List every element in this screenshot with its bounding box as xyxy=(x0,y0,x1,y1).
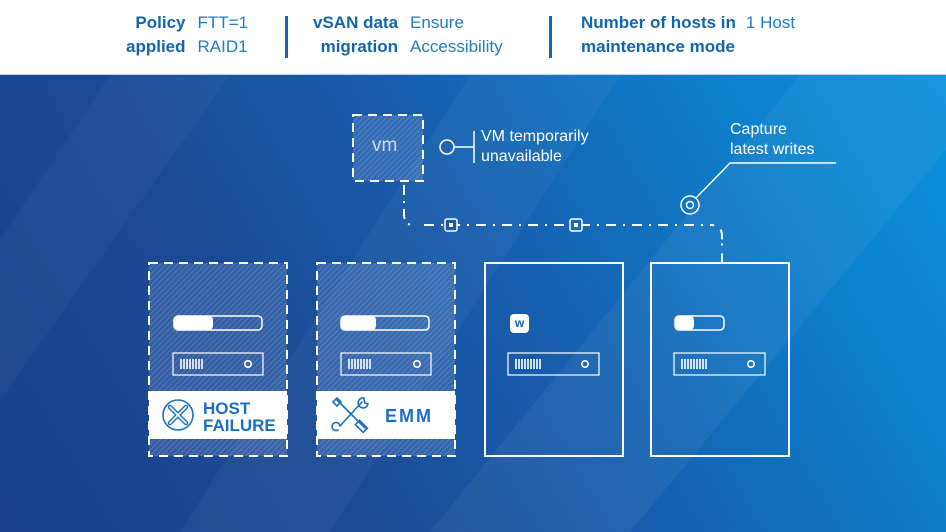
info-header: Policy applied FTT=1 RAID1 vSAN data mig… xyxy=(0,0,946,75)
drive-slot xyxy=(673,352,766,376)
disk-bar-fill xyxy=(341,316,376,330)
witness-badge-icon: w xyxy=(510,314,529,333)
drive-led-icon xyxy=(412,359,421,368)
host-frame xyxy=(484,262,624,457)
hosts-value: 1 Host xyxy=(745,13,796,32)
drive-led-ticks xyxy=(348,359,371,369)
data-path xyxy=(711,224,723,262)
drive-slot xyxy=(507,352,600,376)
path-node-dot xyxy=(574,223,578,227)
target-circle-icon xyxy=(680,195,700,215)
header-divider xyxy=(549,16,552,58)
bg-streak xyxy=(430,75,946,532)
host-active xyxy=(484,262,624,457)
path-node-dot xyxy=(449,223,453,227)
host-active xyxy=(650,262,790,457)
vm-box xyxy=(352,114,424,182)
host-frame xyxy=(650,262,790,457)
host-maintenance xyxy=(316,262,456,457)
wrench-screwdriver-icon xyxy=(331,396,369,434)
drive-led-ticks xyxy=(681,359,707,369)
vm-status-callout: VM temporarily unavailable xyxy=(481,128,589,165)
drive-led-icon xyxy=(244,359,253,368)
vm-label: vm xyxy=(372,135,398,156)
migration-group: vSAN data migration Ensure Accessibility xyxy=(313,11,503,59)
x-circle-icon xyxy=(162,399,194,431)
writes-callout: Capture latest writes xyxy=(730,121,815,158)
host-failure-tag: HOST FAILURE xyxy=(203,399,276,435)
writes-leader-line xyxy=(695,162,836,199)
emm-tag: EMM xyxy=(385,405,433,426)
data-path xyxy=(403,185,413,226)
drive-led-icon xyxy=(580,359,589,368)
disk-bar-fill xyxy=(675,316,694,330)
migration-value: Ensure Accessibility xyxy=(410,13,503,56)
policy-group: Policy applied FTT=1 RAID1 xyxy=(126,11,248,59)
hosts-group: Number of hosts in maintenance mode 1 Ho… xyxy=(581,11,795,59)
drive-slot xyxy=(172,352,264,376)
drive-slot xyxy=(340,352,432,376)
header-divider xyxy=(285,16,288,58)
diagram-svg xyxy=(148,75,946,532)
target-dot-icon xyxy=(685,200,695,210)
policy-value: FTT=1 RAID1 xyxy=(197,13,249,56)
diagram-canvas: vm VM temporarily unavailable Capture la… xyxy=(0,75,946,532)
drive-led-ticks xyxy=(515,359,541,369)
hosts-label: Number of hosts in maintenance mode xyxy=(581,13,736,56)
migration-label: vSAN data migration xyxy=(313,13,399,56)
drive-led-icon xyxy=(746,359,755,368)
disk-bar-fill xyxy=(174,316,213,330)
policy-label: Policy applied xyxy=(126,13,186,56)
drive-led-ticks xyxy=(180,359,203,369)
